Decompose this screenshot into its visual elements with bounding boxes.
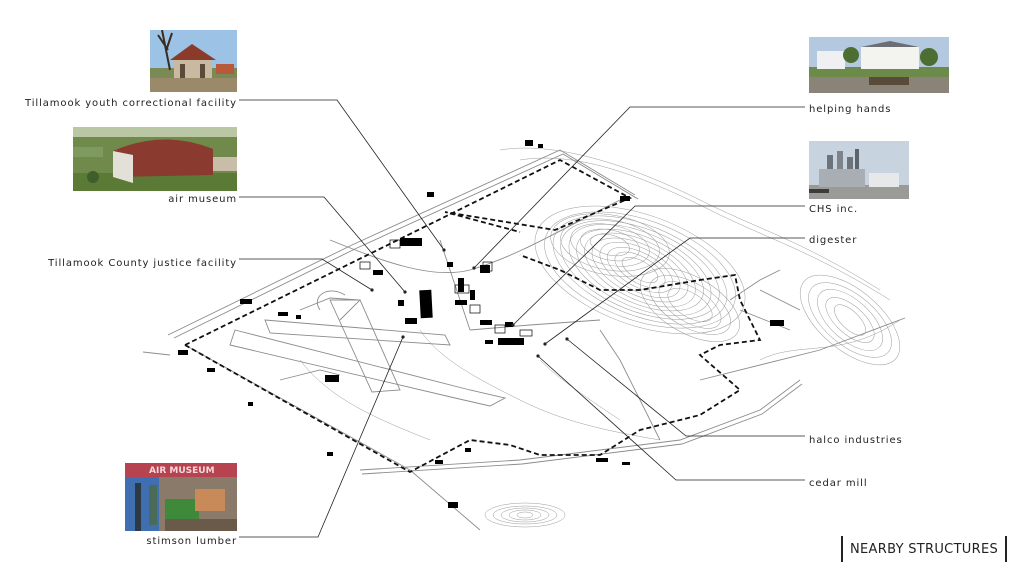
label-helping-hands: helping hands	[809, 104, 892, 115]
buildings	[178, 140, 784, 508]
label-halco-industries: halco industries	[809, 435, 903, 446]
label-air-museum: air museum	[168, 194, 237, 205]
air-museum-photo	[73, 127, 237, 191]
chs-inc-photo	[809, 141, 909, 199]
label-chs-inc: CHS inc.	[809, 204, 859, 215]
building-outlines	[359, 239, 533, 337]
photo-sign-text: AIR MUSEUM	[149, 466, 215, 476]
leader-lines	[239, 99, 805, 538]
page-title: NEARBY STRUCTURES	[841, 536, 1008, 562]
label-cedar-mill: cedar mill	[809, 478, 868, 489]
airfield-runways	[229, 290, 507, 407]
label-justice-facility: Tillamook County justice facility	[48, 258, 237, 269]
leader-dots	[370, 248, 569, 358]
stimson-lumber-photo: AIR MUSEUM	[125, 463, 237, 531]
youth-facility-photo	[150, 30, 237, 92]
site-boundary	[184, 158, 762, 474]
label-stimson-lumber: stimson lumber	[146, 536, 237, 547]
helping-hands-photo	[809, 37, 949, 93]
label-digester: digester	[809, 235, 858, 246]
page-title-text: NEARBY STRUCTURES	[850, 541, 999, 557]
label-youth-facility: Tillamook youth correctional facility	[25, 98, 237, 109]
